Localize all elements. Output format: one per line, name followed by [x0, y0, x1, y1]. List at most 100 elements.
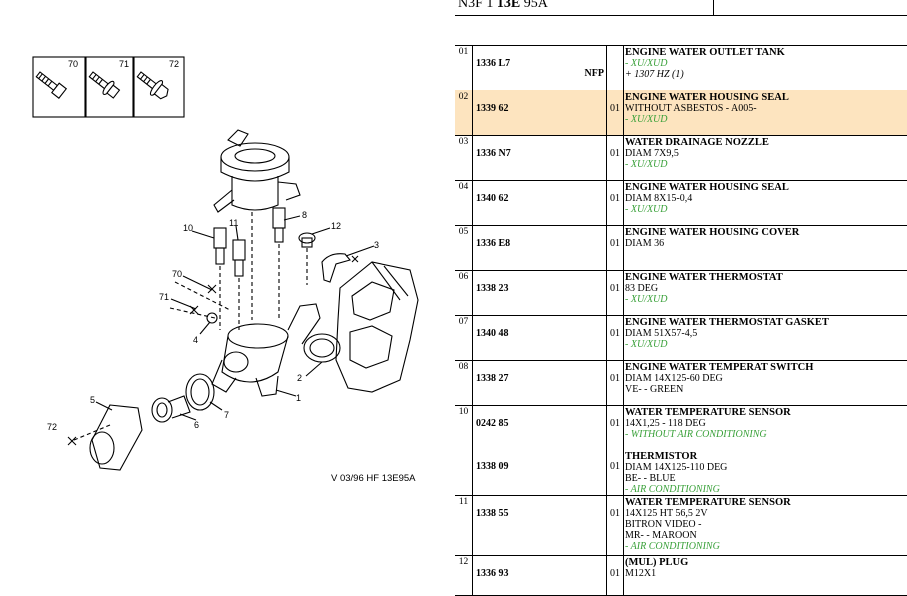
callout-12: 12 [331, 221, 342, 231]
part-detail: VE- - GREEN [625, 384, 684, 395]
callout-70-box: 70 [68, 59, 79, 69]
callout-2: 2 [297, 373, 303, 383]
quantity-cell: 01 [608, 90, 624, 135]
part-title: (MUL) PLUG [625, 557, 689, 568]
part-quantity: 01 [610, 148, 620, 159]
part-detail: DIAM 14X125-60 DEG [625, 373, 723, 384]
row-number: 12 [455, 555, 473, 595]
part-title: ENGINE WATER HOUSING COVER [625, 227, 800, 238]
part-detail: - XU/XUD [625, 204, 668, 215]
part-detail: BE- - BLUE [625, 473, 676, 484]
part-title: ENGINE WATER HOUSING SEAL [625, 182, 789, 193]
part-detail: 83 DEG [625, 283, 659, 294]
part-detail: DIAM 36 [625, 238, 665, 249]
callout-71-box: 71 [119, 59, 130, 69]
part-reference[interactable]: 1338 27 [476, 373, 509, 384]
quantity-cell: 01 [608, 225, 624, 270]
callout-70: 70 [172, 269, 183, 279]
part-detail: DIAM 51X57-4,5 [625, 328, 698, 339]
row-number: 06 [455, 270, 473, 315]
quantity-cell: 01 [608, 495, 624, 555]
part-reference[interactable]: 1340 62 [476, 193, 509, 204]
reference-cell: 1338 55 [474, 495, 607, 555]
part-detail: DIAM 14X125-110 DEG [625, 462, 728, 473]
part-reference[interactable]: 1338 55 [476, 508, 509, 519]
catalog-header: N3F 1 13E 95A [455, 0, 907, 16]
part-detail: - AIR CONDITIONING [625, 541, 720, 552]
part-detail: - XU/XUD [625, 114, 668, 125]
row-number: 08 [455, 360, 473, 405]
part-detail: - XU/XUD [625, 294, 668, 305]
part-quantity: 01 [610, 238, 620, 249]
part-title: ENGINE WATER THERMOSTAT GASKET [625, 317, 829, 328]
callout-11: 11 [229, 218, 239, 228]
part-quantity: 01 [610, 418, 620, 429]
part-detail: DIAM 8X15-0,4 [625, 193, 693, 204]
quantity-cell: 01 [608, 135, 624, 180]
reference-cell: 1336 93 [474, 555, 607, 595]
reference-cell: 1338 23 [474, 270, 607, 315]
part-reference[interactable]: 0242 85 [476, 418, 509, 429]
part-detail: DIAM 7X9,5 [625, 148, 679, 159]
part-reference[interactable]: 1338 23 [476, 283, 509, 294]
part-title: ENGINE WATER THERMOSTAT [625, 272, 783, 283]
part-reference[interactable]: 1336 L7 [476, 58, 511, 69]
part-detail: WITHOUT ASBESTOS - A005- [625, 103, 757, 114]
part-quantity: 01 [610, 568, 620, 579]
callout-7: 7 [224, 410, 230, 420]
part-reference[interactable]: 1340 48 [476, 328, 509, 339]
part-detail: M12X1 [625, 568, 657, 579]
row-number: 10 [455, 405, 473, 495]
reference-cell: 1339 62 [474, 90, 607, 135]
callout-71: 71 [159, 292, 170, 302]
part-title: ENGINE WATER HOUSING SEAL [625, 92, 789, 103]
part-reference[interactable]: 1339 62 [476, 103, 509, 114]
reference-cell: 1340 62 [474, 180, 607, 225]
part-detail: 14X1,25 - 118 DEG [625, 418, 706, 429]
reference-cell: 1336 E8 [474, 225, 607, 270]
row-number: 02 [455, 90, 473, 135]
part-title: WATER TEMPERATURE SENSOR [625, 497, 791, 508]
catalog-code: N3F 1 13E 95A [458, 0, 548, 11]
part-title: THERMISTOR [625, 451, 698, 462]
header-spacer [455, 15, 907, 46]
diagram-reference: V 03/96 HF 13E95A [331, 473, 416, 484]
row-number: 04 [455, 180, 473, 225]
part-reference[interactable]: 1338 09 [476, 461, 509, 472]
row-number: 03 [455, 135, 473, 180]
part-reference[interactable]: 1336 93 [476, 568, 509, 579]
diagram-drawing [32, 56, 419, 471]
part-quantity: 01 [610, 373, 620, 384]
reference-cell: 1340 48 [474, 315, 607, 360]
part-quantity: 01 [610, 193, 620, 204]
part-reference[interactable]: 1336 N7 [476, 148, 511, 159]
part-title: WATER TEMPERATURE SENSOR [625, 407, 791, 418]
quantity-cell: 01 [608, 360, 624, 405]
part-reference[interactable]: 1336 E8 [476, 238, 511, 249]
part-detail: - XU/XUD [625, 58, 668, 69]
part-title: ENGINE WATER TEMPERAT SWITCH [625, 362, 814, 373]
part-detail: - XU/XUD [625, 159, 668, 170]
part-title: WATER DRAINAGE NOZZLE [625, 137, 769, 148]
row-number: 01 [455, 45, 473, 90]
callout-1: 1 [296, 393, 302, 403]
description-cell: ENGINE WATER OUTLET TANK- XU/XUD+ 1307 H… [625, 45, 907, 90]
